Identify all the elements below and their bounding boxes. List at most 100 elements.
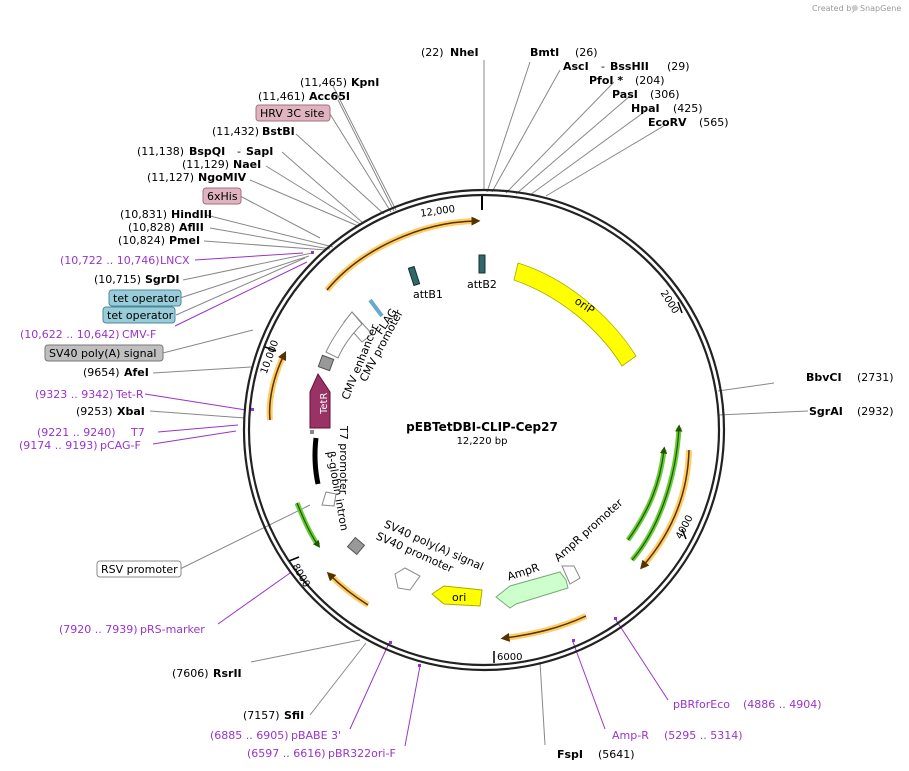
tick-label-2000: 2000 bbox=[658, 289, 681, 316]
primer-pbabe-name[interactable]: pBABE 3' bbox=[291, 729, 341, 742]
site-bspqi-name[interactable]: BspQI bbox=[189, 145, 225, 158]
site-bstbi-name[interactable]: BstBI bbox=[262, 125, 295, 138]
site-aflii-name[interactable]: AflII bbox=[179, 221, 204, 234]
primer-ampr-pos: (5295 .. 5314) bbox=[664, 729, 743, 742]
site-bbvci-name[interactable]: BbvCI bbox=[806, 371, 842, 384]
site-asci-name[interactable]: AscI bbox=[563, 60, 589, 73]
site-pmei-name[interactable]: PmeI bbox=[169, 234, 200, 247]
site-sfii-name[interactable]: SfiI bbox=[284, 709, 304, 722]
credit-brand: SnapGene bbox=[860, 4, 901, 13]
promoter-small-arrow[interactable] bbox=[321, 491, 337, 507]
tetr-feature[interactable] bbox=[309, 372, 331, 429]
ori-feature[interactable] bbox=[431, 585, 483, 607]
primer-pbr322-pos: (6597 .. 6616) bbox=[247, 747, 326, 760]
hrv-box[interactable] bbox=[255, 104, 331, 122]
primer-marks bbox=[251, 251, 617, 667]
tet-operator-label-1: tet operator bbox=[113, 292, 180, 305]
cmv-enhancer-feature[interactable] bbox=[325, 311, 363, 359]
tet-operator-box-1[interactable] bbox=[108, 289, 182, 307]
tick-10000 bbox=[264, 346, 277, 352]
primer-tetr-pos: (9323 .. 9342) bbox=[35, 388, 114, 401]
site-bstbi-pos: (11,432) bbox=[212, 125, 259, 138]
site-asci-pos: (29) bbox=[667, 60, 690, 73]
flag-feature[interactable] bbox=[368, 298, 384, 318]
ampr-promoter-label: AmpR promoter bbox=[552, 496, 626, 564]
site-ngomiv-pos: (11,127) bbox=[147, 171, 194, 184]
site-kpni-name[interactable]: KpnI bbox=[351, 76, 379, 89]
sv40-promoter-feature[interactable] bbox=[394, 567, 421, 591]
primer-lncx-name[interactable]: LNCX bbox=[160, 254, 190, 267]
primer-tetr-name[interactable]: Tet-R bbox=[115, 388, 144, 401]
sv40pa-box-label: SV40 poly(A) signal bbox=[49, 347, 156, 360]
site-pasi-name[interactable]: PasI bbox=[612, 88, 638, 101]
leader-lines bbox=[149, 60, 809, 746]
site-fspi-name[interactable]: FspI bbox=[557, 748, 583, 761]
site-pmei-pos: (10,824) bbox=[118, 234, 165, 247]
primer-prs-name[interactable]: pRS-marker bbox=[140, 623, 205, 636]
sv40pa-box[interactable] bbox=[44, 344, 164, 362]
tick-label-12000: 12,000 bbox=[420, 204, 456, 220]
site-afei-name[interactable]: AfeI bbox=[124, 366, 149, 379]
site-nhei-name[interactable]: NheI bbox=[450, 46, 479, 59]
site-bspqi-sep: - bbox=[237, 145, 241, 158]
site-bbvci-pos: (2731) bbox=[857, 371, 894, 384]
primer-t7-name[interactable]: T7 bbox=[130, 426, 145, 439]
primer-ampr-name[interactable]: Amp-R bbox=[612, 729, 649, 742]
site-acc65i-name[interactable]: Acc65I bbox=[309, 90, 350, 103]
attb1-feature[interactable] bbox=[407, 265, 421, 287]
primer-cmvf-name[interactable]: CMV-F bbox=[122, 328, 156, 341]
site-xbai-name[interactable]: XbaI bbox=[117, 405, 145, 418]
attb2-label: attB2 bbox=[467, 278, 497, 291]
site-asci-sep: - bbox=[601, 60, 605, 73]
plasmid-length: 12,220 bp bbox=[457, 436, 508, 447]
site-pasi-pos: (306) bbox=[650, 88, 680, 101]
ori-label: ori bbox=[452, 591, 466, 604]
site-rsrii-name[interactable]: RsrII bbox=[213, 667, 242, 680]
orip-feature[interactable] bbox=[513, 262, 637, 367]
tick-2000 bbox=[677, 301, 683, 314]
site-sapi-name[interactable]: SapI bbox=[246, 145, 273, 158]
site-acc65i-pos: (11,461) bbox=[258, 90, 305, 103]
site-aflii-pos: (10,828) bbox=[128, 221, 175, 234]
his-box[interactable] bbox=[202, 187, 242, 205]
tick-label-6000: 6000 bbox=[497, 652, 522, 663]
primer-pbrfor-pos: (4886 .. 4904) bbox=[743, 698, 822, 711]
hrv-label: HRV 3C site bbox=[260, 107, 325, 120]
site-hpai-name[interactable]: HpaI bbox=[631, 102, 660, 115]
site-bsshii-name[interactable]: BssHII bbox=[610, 60, 649, 73]
site-sfii-pos: (7157) bbox=[243, 709, 280, 722]
primer-pcag-name[interactable]: pCAG-F bbox=[100, 439, 141, 452]
sv40pa-feature[interactable] bbox=[346, 536, 366, 556]
tet-operator-box-2[interactable] bbox=[102, 306, 176, 324]
plasmid-name: pEBTetDBI-CLIP-Cep27 bbox=[406, 420, 558, 434]
backbone-outer bbox=[242, 188, 726, 672]
primer-pbr322-name[interactable]: pBR322ori-F bbox=[328, 747, 396, 760]
ampr-promoter-feature[interactable] bbox=[561, 565, 581, 585]
site-rsrii-pos: (7606) bbox=[172, 667, 209, 680]
attb2-feature[interactable] bbox=[478, 254, 486, 274]
site-bmti-name[interactable]: BmtI bbox=[530, 46, 559, 59]
tet-operator-label-2: tet operator bbox=[107, 309, 174, 322]
site-ecorv-name[interactable]: EcoRV bbox=[648, 116, 687, 129]
tetr-label: TetR bbox=[319, 393, 330, 415]
site-naei-name[interactable]: NaeI bbox=[233, 158, 261, 171]
snapgene-logo-icon bbox=[852, 5, 858, 11]
site-sgrai-pos: (2932) bbox=[857, 405, 894, 418]
primer-pbrfor-name[interactable]: pBRforEco bbox=[673, 698, 730, 711]
site-ngomiv-name[interactable]: NgoMIV bbox=[198, 171, 247, 184]
t7-promoter-label: T7 promoter bbox=[337, 425, 350, 495]
sv40pa-left-feature[interactable] bbox=[317, 354, 335, 372]
site-hindiii-pos: (10,831) bbox=[120, 208, 167, 221]
rsv-box[interactable] bbox=[96, 560, 182, 578]
site-hindiii-name[interactable]: HindIII bbox=[171, 208, 212, 221]
ampr-feature[interactable] bbox=[495, 571, 569, 609]
t7-promoter-feature[interactable] bbox=[310, 430, 314, 434]
primer-arcs bbox=[266, 216, 692, 642]
site-bmti-pos: (26) bbox=[575, 46, 598, 59]
site-sgrai-name[interactable]: SgrAI bbox=[809, 405, 843, 418]
bglobin-intron-feature[interactable] bbox=[312, 437, 321, 485]
primer-t7-pos: (9221 .. 9240) bbox=[37, 426, 116, 439]
site-sgrdi-name[interactable]: SgrDI bbox=[145, 273, 179, 286]
site-pfoi-name[interactable]: PfoI * bbox=[589, 74, 623, 87]
